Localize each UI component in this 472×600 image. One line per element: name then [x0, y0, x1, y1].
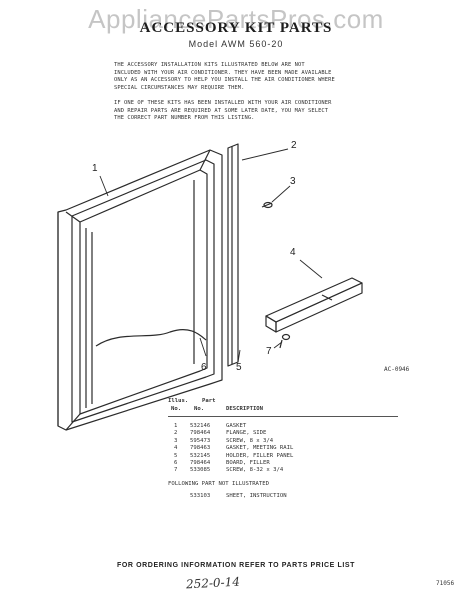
- intro-line: SPECIAL CIRCUMSTANCES MAY REQUIRE THEM.: [114, 84, 245, 91]
- header-part-no: No.: [194, 406, 205, 412]
- callout-6: 6: [201, 362, 207, 373]
- handwritten-note: 252-0-14: [185, 574, 241, 592]
- header-part: Part: [202, 398, 216, 404]
- header-illus: Illus.: [168, 398, 189, 404]
- header-description: DESCRIPTION: [226, 406, 264, 412]
- intro-line: THE ACCESSORY INSTALLATION KITS ILLUSTRA…: [114, 62, 305, 68]
- table-row: 1 532146 GASKET: [174, 423, 247, 429]
- table-row: 7 533085 SCREW, 8-32 x 3/4: [174, 467, 284, 474]
- intro-paragraph-2: IF ONE OF THESE KITS HAS BEEN INSTALLED …: [114, 100, 374, 123]
- callout-2: 2: [291, 140, 297, 151]
- intro-line: AND REPAIR PARTS ARE REQUIRED AT SOME LA…: [114, 107, 329, 114]
- intro-line: ONLY AS AN ACCESSORY TO HELP YOU INSTALL…: [114, 77, 335, 84]
- filler-panel-edge: [95, 328, 207, 347]
- drawing-reference: AC-0946: [384, 366, 410, 373]
- intro-line: THE CORRECT PART NUMBER FROM THIS LISTIN…: [114, 115, 255, 122]
- callout-1: 1: [92, 163, 98, 174]
- callout-3: 3: [290, 176, 296, 187]
- table-row: 2 798464 FLANGE, SIDE: [174, 430, 267, 437]
- intro-line: IF ONE OF THESE KITS HAS BEEN INSTALLED …: [114, 100, 332, 106]
- table-row: 6 798464 BOARD, FILLER: [174, 459, 270, 466]
- callout-5: 5: [236, 362, 242, 373]
- page-title: ACCESSORY KIT PARTS: [139, 20, 333, 36]
- screw: [261, 201, 273, 209]
- meeting-rail-gasket: [265, 277, 363, 333]
- header-illus-no: No.: [171, 406, 182, 412]
- corner-code: 71056: [436, 580, 455, 587]
- side-flange: [227, 143, 239, 367]
- table-row-extra: 533103 SHEET, INSTRUCTION: [190, 492, 287, 499]
- table-row: 4 798463 GASKET, MEETING RAIL: [174, 445, 294, 452]
- callout-7: 7: [266, 346, 272, 357]
- not-illustrated-note: FOLLOWING PART NOT ILLUSTRATED: [168, 480, 270, 487]
- model-number: Model AWM 560-20: [188, 39, 284, 49]
- watermark: AppliancePartsPros.com: [88, 4, 384, 34]
- parts-table: Illus. Part No. No. DESCRIPTION 1 532146…: [168, 398, 398, 501]
- filler-frame: [57, 149, 223, 431]
- parts-table-header: Illus. Part No. No. DESCRIPTION: [168, 398, 398, 417]
- intro-line: INCLUDED WITH YOUR AIR CONDITIONER. THEY…: [114, 69, 332, 76]
- table-row: 5 532145 HOLDER, FILLER PANEL: [174, 452, 294, 459]
- ordering-footer: FOR ORDERING INFORMATION REFER TO PARTS …: [116, 562, 356, 569]
- callout-4: 4: [290, 247, 296, 258]
- intro-paragraph-1: THE ACCESSORY INSTALLATION KITS ILLUSTRA…: [114, 62, 374, 92]
- screw-small: [279, 333, 291, 349]
- table-row: 3 595473 SCREW, 8 x 3/4: [174, 437, 274, 444]
